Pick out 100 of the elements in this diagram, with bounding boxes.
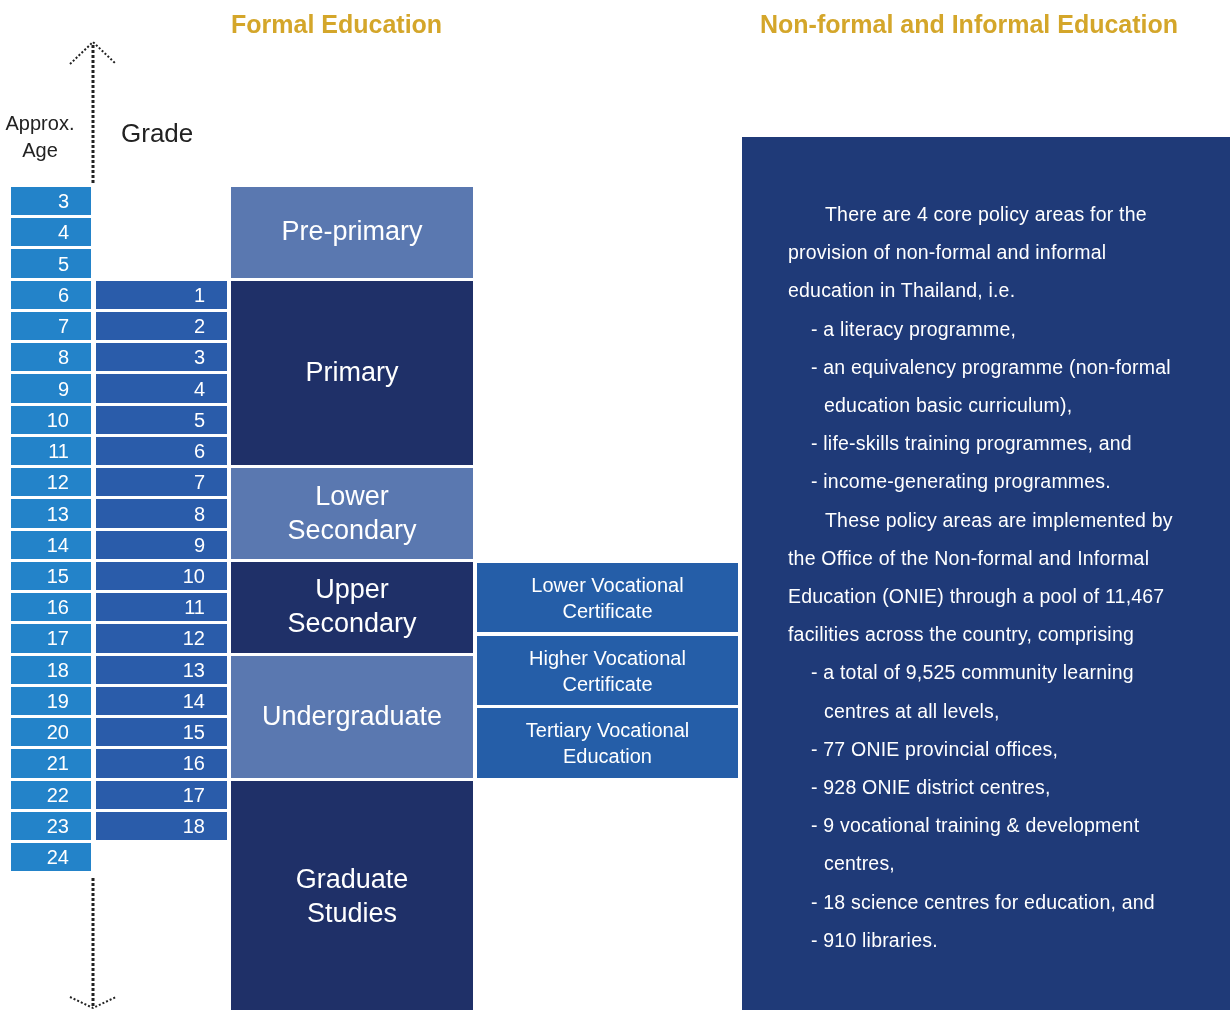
education-level-block	[231, 187, 473, 278]
label: 13	[182, 657, 205, 683]
label: 4	[57, 220, 69, 246]
label: 21	[46, 751, 69, 777]
age-cell	[11, 780, 91, 809]
label: Higher Vocational Certificate	[528, 645, 687, 697]
education-level-block	[231, 561, 473, 653]
label: 10	[182, 564, 205, 589]
grade-cell	[96, 468, 227, 497]
list-item: - 928 ONIE district centres,	[810, 775, 1052, 801]
education-level-block	[231, 655, 473, 778]
label: 16	[46, 595, 69, 621]
label: Primary	[305, 356, 399, 390]
label: 18	[46, 657, 69, 683]
age-cell	[11, 749, 91, 778]
grade-cell	[96, 561, 227, 591]
label: 8	[57, 345, 69, 371]
axis-label: Grade	[121, 118, 194, 149]
vocational-block	[477, 563, 738, 632]
age-cell	[11, 187, 91, 216]
age-cell	[11, 655, 91, 684]
label: Undergraduate	[262, 699, 442, 733]
list-item: - a total of 9,525 community learning centres at all levels,	[810, 660, 1135, 724]
label: 22	[46, 782, 69, 808]
label: 24	[46, 845, 69, 871]
age-cell	[11, 811, 91, 841]
label: 1	[193, 282, 205, 308]
label: 16	[182, 751, 205, 777]
age-cell	[11, 311, 91, 341]
paragraph: These policy areas are implemented by the Office of the Non-formal and Informal Education (ONIE) through a pool of 11,467 facilities across the country, comprising	[788, 507, 1174, 648]
age-cell	[11, 593, 91, 622]
age-cell	[11, 374, 91, 403]
age-cell	[11, 561, 91, 591]
education-level-block	[231, 780, 473, 1010]
grade-cell	[96, 593, 227, 622]
label: 17	[46, 626, 69, 652]
grade-cell	[96, 686, 227, 716]
label: Lower Vocational Certificate	[530, 572, 685, 624]
label: 8	[193, 501, 205, 527]
heading: Formal Education	[231, 10, 443, 39]
grade-cell	[96, 655, 227, 684]
education-level-block	[231, 468, 473, 559]
label: Tertiary Vocational Education	[524, 718, 691, 769]
grade-cell	[96, 374, 227, 403]
label: 19	[46, 688, 69, 714]
grade-cell	[96, 718, 227, 747]
grade-cell	[96, 405, 227, 434]
age-cell	[11, 686, 91, 716]
grade-cell	[96, 624, 227, 653]
label: 11	[184, 595, 205, 621]
age-cell	[11, 718, 91, 747]
label: 13	[46, 501, 69, 527]
grade-cell	[96, 530, 227, 559]
label: Upper Secondary	[286, 573, 418, 641]
age-cell	[11, 249, 91, 278]
vocational-block	[477, 708, 738, 778]
label: 11	[48, 439, 69, 464]
axis-label: Approx. Age	[4, 111, 76, 163]
label: 20	[46, 720, 69, 746]
label: 6	[57, 282, 69, 308]
label: 6	[193, 439, 205, 464]
age-cell	[11, 343, 91, 372]
label: 15	[182, 720, 205, 746]
age-cell	[11, 468, 91, 497]
grade-cell	[96, 749, 227, 778]
label: 10	[46, 407, 69, 433]
grade-cell	[96, 280, 227, 309]
age-cell	[11, 280, 91, 309]
grade-cell	[96, 311, 227, 341]
label: Graduate Studies	[294, 863, 410, 930]
label: 18	[182, 813, 205, 839]
label: 7	[193, 470, 205, 496]
label: 12	[182, 626, 205, 652]
label: Lower Secondary	[286, 479, 418, 547]
list-item: - income-generating programmes.	[810, 469, 1112, 495]
list-item: - a literacy programme,	[810, 316, 1018, 342]
label: 3	[193, 345, 205, 371]
label: 23	[46, 813, 69, 839]
age-cell	[11, 624, 91, 653]
label: 5	[57, 251, 69, 277]
label: 9	[193, 532, 205, 558]
label: 15	[46, 564, 69, 589]
age-cell	[11, 530, 91, 559]
grade-cell	[96, 343, 227, 372]
label: 9	[57, 376, 69, 402]
age-cell	[11, 499, 91, 528]
text-panel	[742, 137, 1230, 1010]
grade-cell	[96, 811, 227, 841]
list-item: - 77 ONIE provincial offices,	[810, 736, 1060, 762]
list-item: - 18 science centres for education, and	[810, 889, 1156, 915]
education-level-block	[231, 280, 473, 466]
label: 12	[46, 470, 69, 496]
label: 17	[182, 782, 205, 808]
age-cell	[11, 436, 91, 466]
list-item: - 910 libraries.	[810, 927, 939, 953]
grade-cell	[96, 436, 227, 466]
paragraph: There are 4 core policy areas for the provision of non-formal and informal education in Thailand, i.e.	[788, 202, 1148, 304]
label: 14	[46, 532, 69, 558]
grade-cell	[96, 780, 227, 809]
label: Pre-primary	[281, 215, 423, 249]
